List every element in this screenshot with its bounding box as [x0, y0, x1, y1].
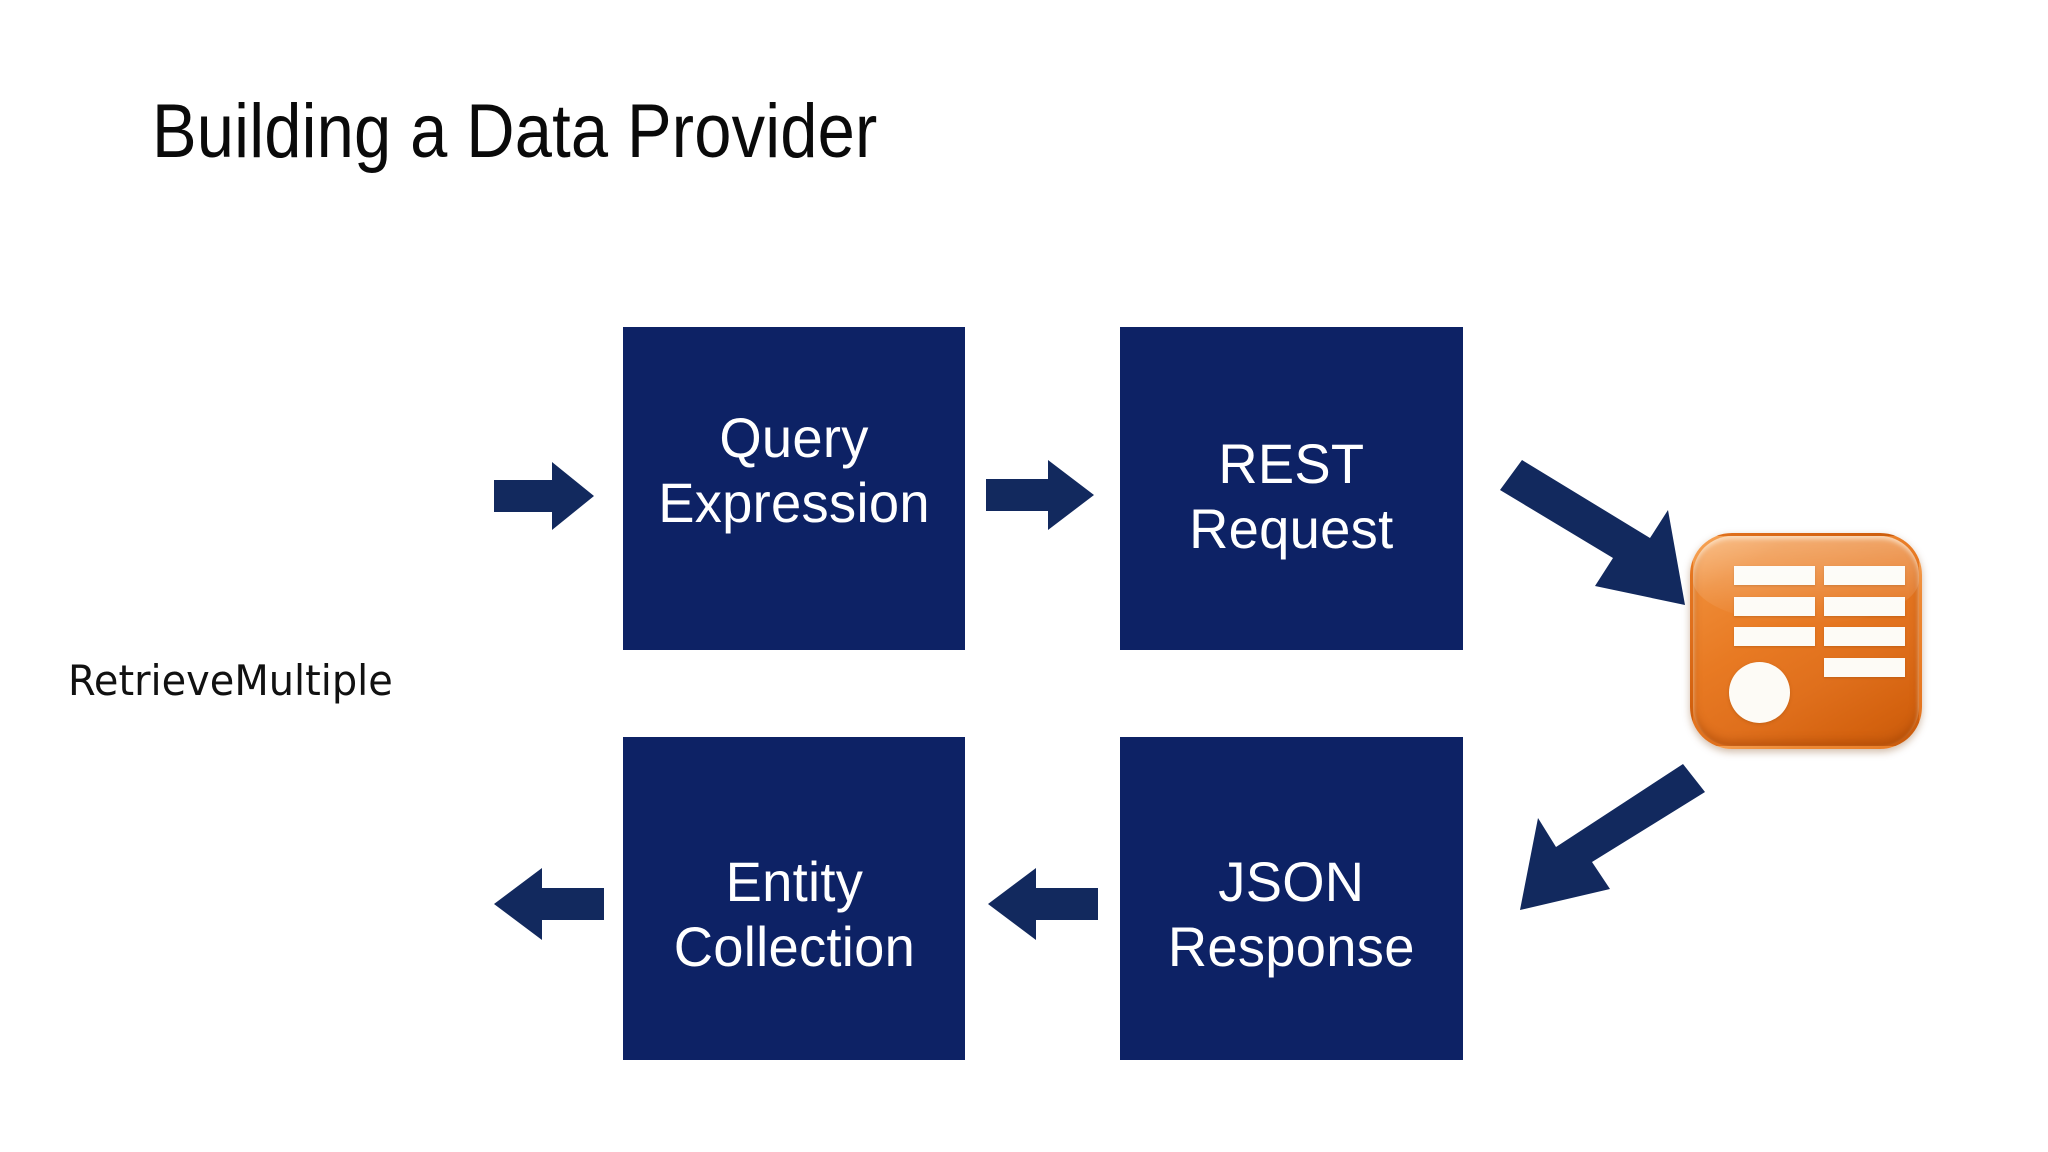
- process-box-label: JSON Response: [1168, 849, 1415, 978]
- icon-bar-left-3: [1733, 627, 1816, 647]
- process-box-label: Query Expression: [658, 405, 930, 534]
- process-box-json-response: JSON Response: [1120, 737, 1463, 1060]
- process-box-entity-collection: Entity Collection: [623, 737, 965, 1060]
- arrow-down-left-icon-source-to-json: [1500, 752, 1705, 912]
- icon-circle: [1729, 662, 1791, 723]
- process-box-label: Entity Collection: [673, 849, 915, 978]
- icon-bar-right-2: [1824, 596, 1906, 616]
- icon-bar-right-4: [1824, 657, 1906, 677]
- icon-bar-right-3: [1824, 627, 1906, 647]
- process-box-query-expression: Query Expression: [623, 327, 965, 650]
- process-box-rest-request: REST Request: [1120, 327, 1463, 650]
- icon-bar-left-1: [1733, 566, 1816, 586]
- page-title: Building a Data Provider: [152, 89, 878, 174]
- external-data-source-icon: [1690, 533, 1922, 749]
- icon-bar-right-1: [1824, 566, 1906, 586]
- arrow-right-icon-input: [494, 462, 594, 530]
- retrieve-multiple-label: RetrieveMultiple: [68, 656, 393, 705]
- arrow-left-icon-json-to-entity: [988, 868, 1098, 940]
- icon-bar-left-2: [1733, 596, 1816, 616]
- process-box-label: REST Request: [1189, 431, 1394, 560]
- arrow-right-icon-query-to-rest: [986, 460, 1094, 530]
- icon-background: [1690, 533, 1922, 749]
- arrow-left-icon-output: [494, 868, 604, 940]
- arrow-down-right-icon-rest-to-source: [1500, 460, 1710, 620]
